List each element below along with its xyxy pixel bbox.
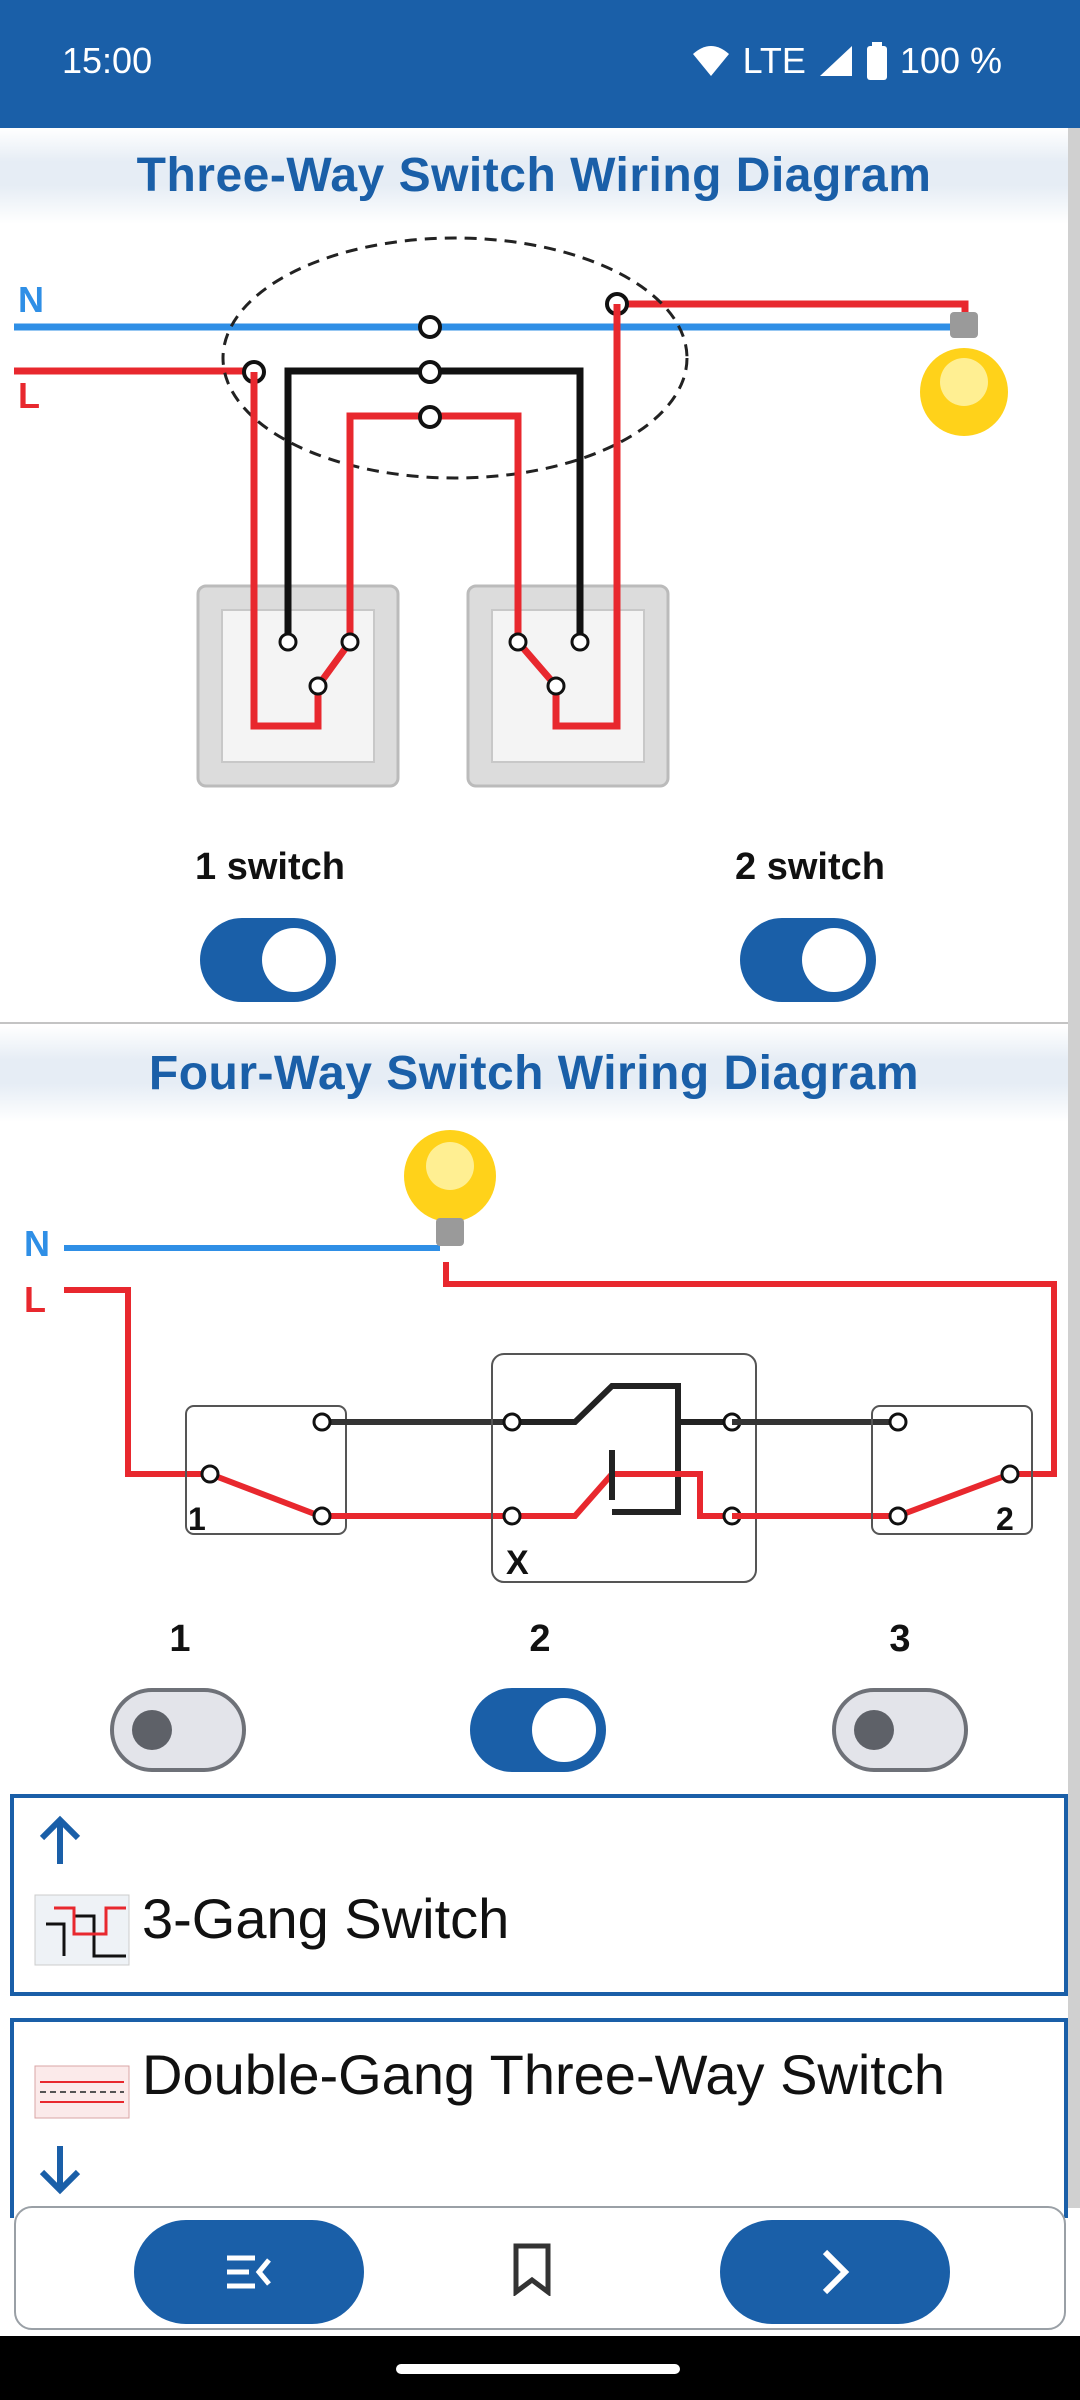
list-item-label: Double-Gang Three-Way Switch [142,2043,946,2106]
menu-button[interactable] [134,2220,364,2324]
chevron-right-icon [822,2249,850,2295]
list-item-3-gang-switch[interactable]: 3-Gang Switch [10,1794,1068,1996]
status-icons: LTE 100 % [691,40,1002,82]
menu-list-icon [227,2255,271,2289]
arrow-down-icon[interactable] [32,2142,88,2198]
toggle-knob [802,928,866,992]
four-way-toggle-2[interactable] [470,1688,606,1772]
section-divider [0,1022,1068,1024]
four-way-box-1-label: 1 [188,1501,206,1537]
status-time: 15:00 [62,40,153,81]
four-way-toggle-2-label: 2 [529,1618,551,1660]
status-bar: 15:00 LTE 100 % [0,0,1080,128]
four-way-title: Four-Way Switch Wiring Diagram [0,1026,1068,1122]
four-way-box-2 [871,1405,1033,1535]
toggle-knob [132,1710,172,1750]
network-type: LTE [742,40,806,81]
four-way-toggle-3-label: 3 [889,1618,911,1660]
3-gang-switch-thumb-icon [34,1894,130,1966]
list-item-double-gang-three-way-switch[interactable]: Double-Gang Three-Way Switch [10,2018,1068,2218]
arrow-up-icon[interactable] [32,1812,88,1868]
live-wire [64,1287,208,1477]
home-handle[interactable] [396,2364,680,2374]
four-way-box-2-label: 2 [996,1501,1014,1537]
bulb-icon [404,1130,496,1246]
three-way-switch-2-label: 2 switch [735,846,885,888]
three-way-toggle-2[interactable] [740,918,876,1002]
three-way-switch-1-label: 1 switch [195,846,345,888]
four-way-toggle-3[interactable] [832,1688,968,1772]
wifi-icon [692,46,729,76]
lamp-return [443,1262,1057,1477]
list-item-label: 3-Gang Switch [142,1887,510,1950]
battery-percent: 100 % [899,40,1002,81]
three-way-switch-1 [196,372,400,788]
four-way-box-x-label: X [506,1544,529,1582]
three-way-switch-2 [466,304,670,788]
four-way-label-n: N [24,1223,50,1264]
bookmark-icon [513,2243,551,2297]
three-way-diagram: N L [14,236,1008,788]
three-way-title: Three-Way Switch Wiring Diagram [0,128,1068,224]
four-way-box-x [491,1353,757,1583]
toggle-knob [262,928,326,992]
four-way-toggle-1-label: 1 [169,1618,191,1660]
three-way-toggle-1[interactable] [200,918,336,1002]
toggle-knob [854,1710,894,1750]
three-way-label-n: N [18,279,44,320]
bottom-nav [14,2206,1066,2330]
junction-box [221,236,689,480]
four-way-toggle-1[interactable] [110,1688,246,1772]
battery-icon [866,42,887,80]
three-way-label-l: L [18,375,40,416]
bulb-icon [920,312,1008,436]
scrollbar[interactable] [1068,128,1080,2208]
four-way-box-1 [185,1405,347,1535]
next-button[interactable] [720,2220,950,2324]
four-way-diagram: N L 1 X 2 [24,1130,1057,1583]
double-gang-switch-thumb-icon [34,2065,130,2119]
signal-icon [819,46,852,76]
toggle-knob [532,1698,596,1762]
bookmark-button[interactable] [512,2242,552,2301]
four-way-label-l: L [24,1279,46,1320]
